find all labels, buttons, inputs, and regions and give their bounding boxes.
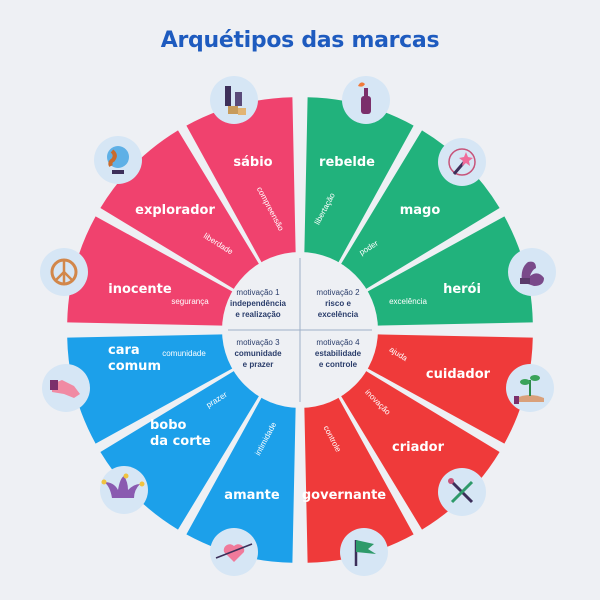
archetype-tag: excelência xyxy=(389,297,427,306)
archetype-name: criador xyxy=(392,440,445,455)
motivation-line1: estabilidade xyxy=(315,349,362,358)
flexed-arm-icon xyxy=(508,248,556,296)
icon-badge xyxy=(508,248,556,296)
archetype-name: governante xyxy=(302,488,386,503)
handshake-icon xyxy=(42,364,90,412)
sector-inocente xyxy=(67,216,243,326)
page-title: Arquétipos das marcas xyxy=(160,28,440,53)
archetype-name: inocente xyxy=(108,282,172,297)
motivation-line2: e prazer xyxy=(243,360,274,369)
archetype-name: explorador xyxy=(135,203,215,218)
archetype-name: bobo xyxy=(150,418,187,433)
motivation-line2: excelência xyxy=(318,310,359,319)
motivation-label: motivação 3 xyxy=(236,338,280,347)
sector-rebelde xyxy=(304,97,414,273)
archetype-tag: comunidade xyxy=(162,349,206,358)
motivation-line1: risco e xyxy=(325,299,351,308)
sector-sábio xyxy=(186,97,296,273)
sector-cara-comum xyxy=(67,334,243,444)
peace-icon xyxy=(40,248,88,296)
molotov-icon xyxy=(342,76,390,124)
magic-wand-icon xyxy=(438,138,486,186)
archetype-tag: segurança xyxy=(171,297,209,306)
archetype-name: rebelde xyxy=(319,155,375,170)
motivation-label: motivação 4 xyxy=(316,338,360,347)
sector-explorador xyxy=(100,130,266,296)
motivation-line2: e realização xyxy=(235,310,280,319)
archetype-name: herói xyxy=(443,282,481,297)
sector-amante xyxy=(186,387,296,563)
globe-icon xyxy=(94,136,142,184)
sector-governante xyxy=(304,387,414,563)
brushes-icon xyxy=(438,468,486,516)
sector-herói xyxy=(357,216,533,326)
archetype-name: cara xyxy=(108,343,140,358)
motivation-line1: comunidade xyxy=(234,349,282,358)
jester-hat-icon xyxy=(100,466,148,514)
archetype-name: mago xyxy=(400,203,441,218)
motivation-label: motivação 1 xyxy=(236,288,280,297)
motivation-label: motivação 2 xyxy=(316,288,360,297)
archetype-name: da corte xyxy=(150,434,211,449)
archetype-name: amante xyxy=(224,488,280,503)
archetype-name: comum xyxy=(108,359,161,374)
motivation-line1: independência xyxy=(230,299,287,308)
flag-icon xyxy=(340,528,388,576)
icon-badge xyxy=(210,76,258,124)
icon-badge xyxy=(438,138,486,186)
motivation-line2: e controle xyxy=(319,360,358,369)
archetype-name: cuidador xyxy=(426,367,491,382)
heart-arrow-icon xyxy=(210,528,258,576)
archetype-name: sábio xyxy=(233,155,272,170)
plant-hand-icon xyxy=(506,364,554,412)
chess-icon xyxy=(210,76,258,124)
sector-cuidador xyxy=(357,334,533,444)
